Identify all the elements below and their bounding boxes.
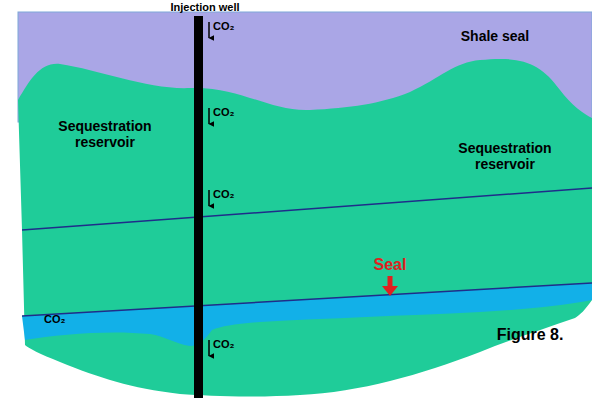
co2-label: CO₂ [213,20,253,33]
flow-arrow [208,190,210,206]
seal-label: Seal [360,256,420,274]
co2-label: CO₂ [44,313,84,326]
seal-line [22,283,592,316]
layer-boundary [22,188,592,230]
seal-arrow [382,286,398,296]
sequestration-reservoir [18,59,592,397]
co2-label: CO₂ [213,106,253,119]
well-label: Injection well [160,1,250,14]
figure-caption: Figure 8. [480,326,580,344]
co2-label: CO₂ [213,188,253,201]
injection-well [194,16,203,398]
co2-label: CO₂ [213,338,253,351]
flow-arrow [208,22,210,38]
flow-arrow [208,340,210,356]
layer-label: Shale seal [440,28,550,44]
layer-label: Sequestration reservoir [40,118,170,150]
flow-arrow [208,108,210,124]
layer-label: Sequestration reservoir [440,140,570,172]
co2-plume [22,283,592,346]
